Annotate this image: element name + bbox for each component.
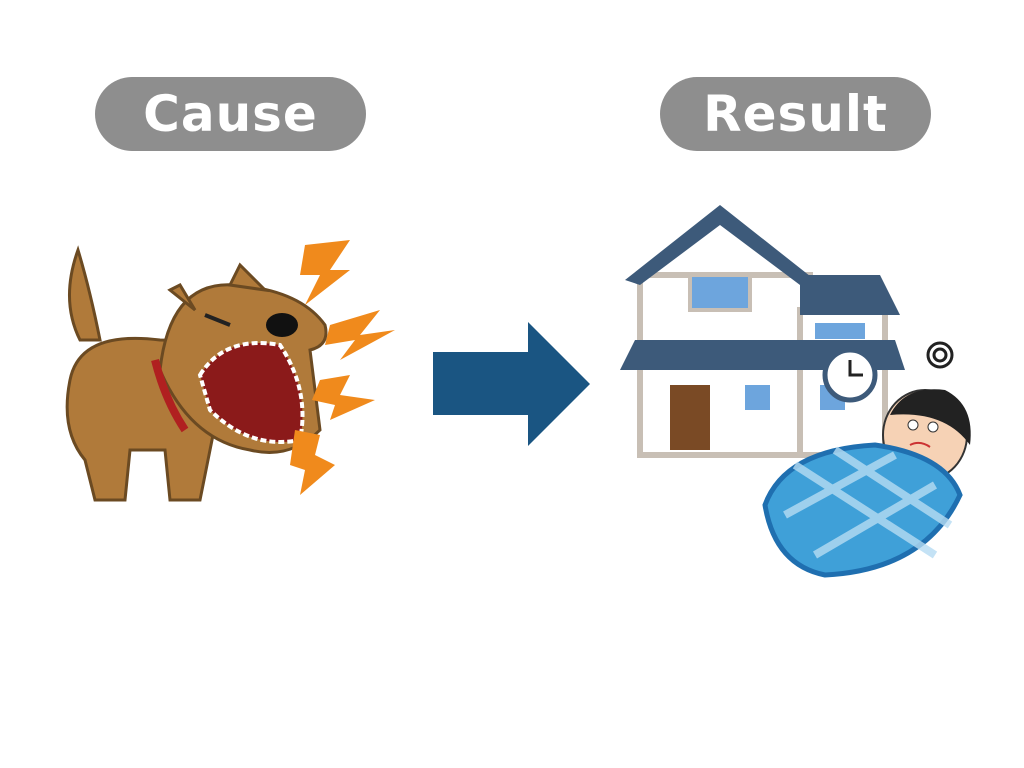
- clock-icon: [822, 347, 878, 403]
- blanket-icon: [762, 442, 963, 578]
- result-label: Result: [660, 77, 931, 151]
- arrow-right-icon: [433, 322, 590, 446]
- house-sleepless-man-illustration: [620, 205, 971, 578]
- bark-bolts-icon: [290, 240, 395, 495]
- house-icon: [620, 205, 905, 458]
- cause-label: Cause: [95, 77, 366, 151]
- barking-dog-illustration: [65, 240, 395, 502]
- dizzy-swirl-icon: [926, 341, 954, 369]
